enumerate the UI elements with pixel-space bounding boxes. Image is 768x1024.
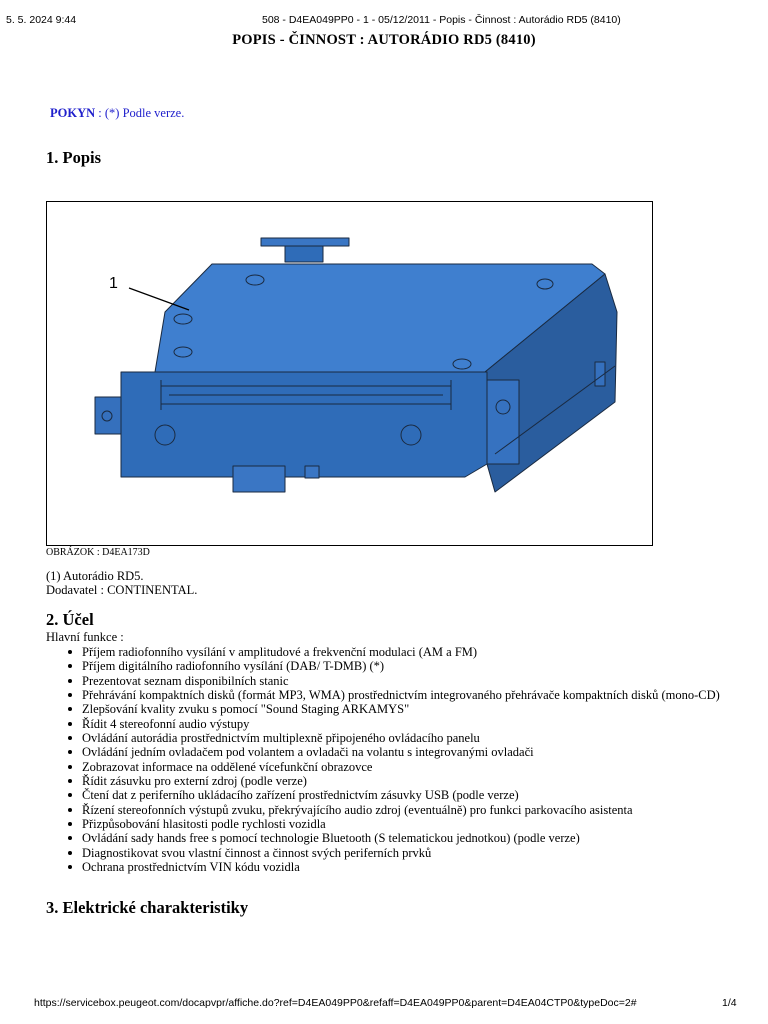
list-item: Ovládání jedním ovladačem pod volantem a… [68,745,720,759]
print-header: 5. 5. 2024 9:44 508 - D4EA049PP0 - 1 - 0… [0,14,768,30]
figure-callout: 1 [109,275,118,292]
print-doc-ref: 508 - D4EA049PP0 - 1 - 05/12/2011 - Popi… [262,14,621,26]
print-datetime: 5. 5. 2024 9:44 [6,14,77,26]
note-text: : (*) Podle verze. [95,106,185,120]
section-heading-elektricke: 3. Elektrické charakteristiky [46,898,249,917]
list-item: Ovládání sady hands free s pomocí techno… [68,831,720,845]
list-item: Diagnostikovat svou vlastní činnost a či… [68,846,720,860]
description-line: (1) Autorádio RD5. [46,569,144,583]
page-title: POPIS - ČINNOST : AUTORÁDIO RD5 (8410) [232,32,536,48]
list-item: Čtení dat z periferního ukládacího zaříz… [68,788,720,802]
list-item: Zobrazovat informace na oddělené vícefun… [68,760,720,774]
print-url: https://servicebox.peugeot.com/docapvpr/… [34,997,637,1009]
list-item: Ovládání autorádia prostřednictvím multi… [68,731,720,745]
figure-description: (1) Autorádio RD5. Dodavatel : CONTINENT… [46,569,197,597]
radio-unit-illustration: 1 [94,237,618,493]
list-item: Příjem radiofonního vysílání v amplitudo… [68,645,720,659]
print-footer: https://servicebox.peugeot.com/docapvpr/… [0,997,768,1013]
list-item: Řídit zásuvku pro externí zdroj (podle v… [68,774,720,788]
list-item: Ochrana prostřednictvím VIN kódu vozidla [68,860,720,874]
section-heading-ucel: 2. Účel [46,610,94,629]
figure-caption: OBRÁZOK : D4EA173D [46,547,150,558]
list-item: Příjem digitálního radiofonního vysílání… [68,659,720,673]
description-line: Dodavatel : CONTINENTAL. [46,583,198,597]
functions-list: Příjem radiofonního vysílání v amplitudo… [68,645,720,875]
figure-radio-unit: 1 [46,201,653,546]
list-item: Prezentovat seznam disponibilních stanic [68,674,720,688]
list-item: Řízení stereofonních výstupů zvuku, přek… [68,803,720,817]
note: POKYN : (*) Podle verze. [50,106,184,121]
list-item: Přehrávání kompaktních disků (formát MP3… [68,688,720,703]
note-label: POKYN [50,106,96,120]
section-heading-popis: 1. Popis [46,148,102,167]
list-item: Zlepšování kvality zvuku s pomocí "Sound… [68,702,720,716]
page-number: 1/4 [722,997,737,1009]
list-item: Přizpůsobování hlasitosti podle rychlost… [68,817,720,831]
functions-intro: Hlavní funkce : [46,630,124,644]
list-item: Řídit 4 stereofonní audio výstupy [68,717,720,731]
